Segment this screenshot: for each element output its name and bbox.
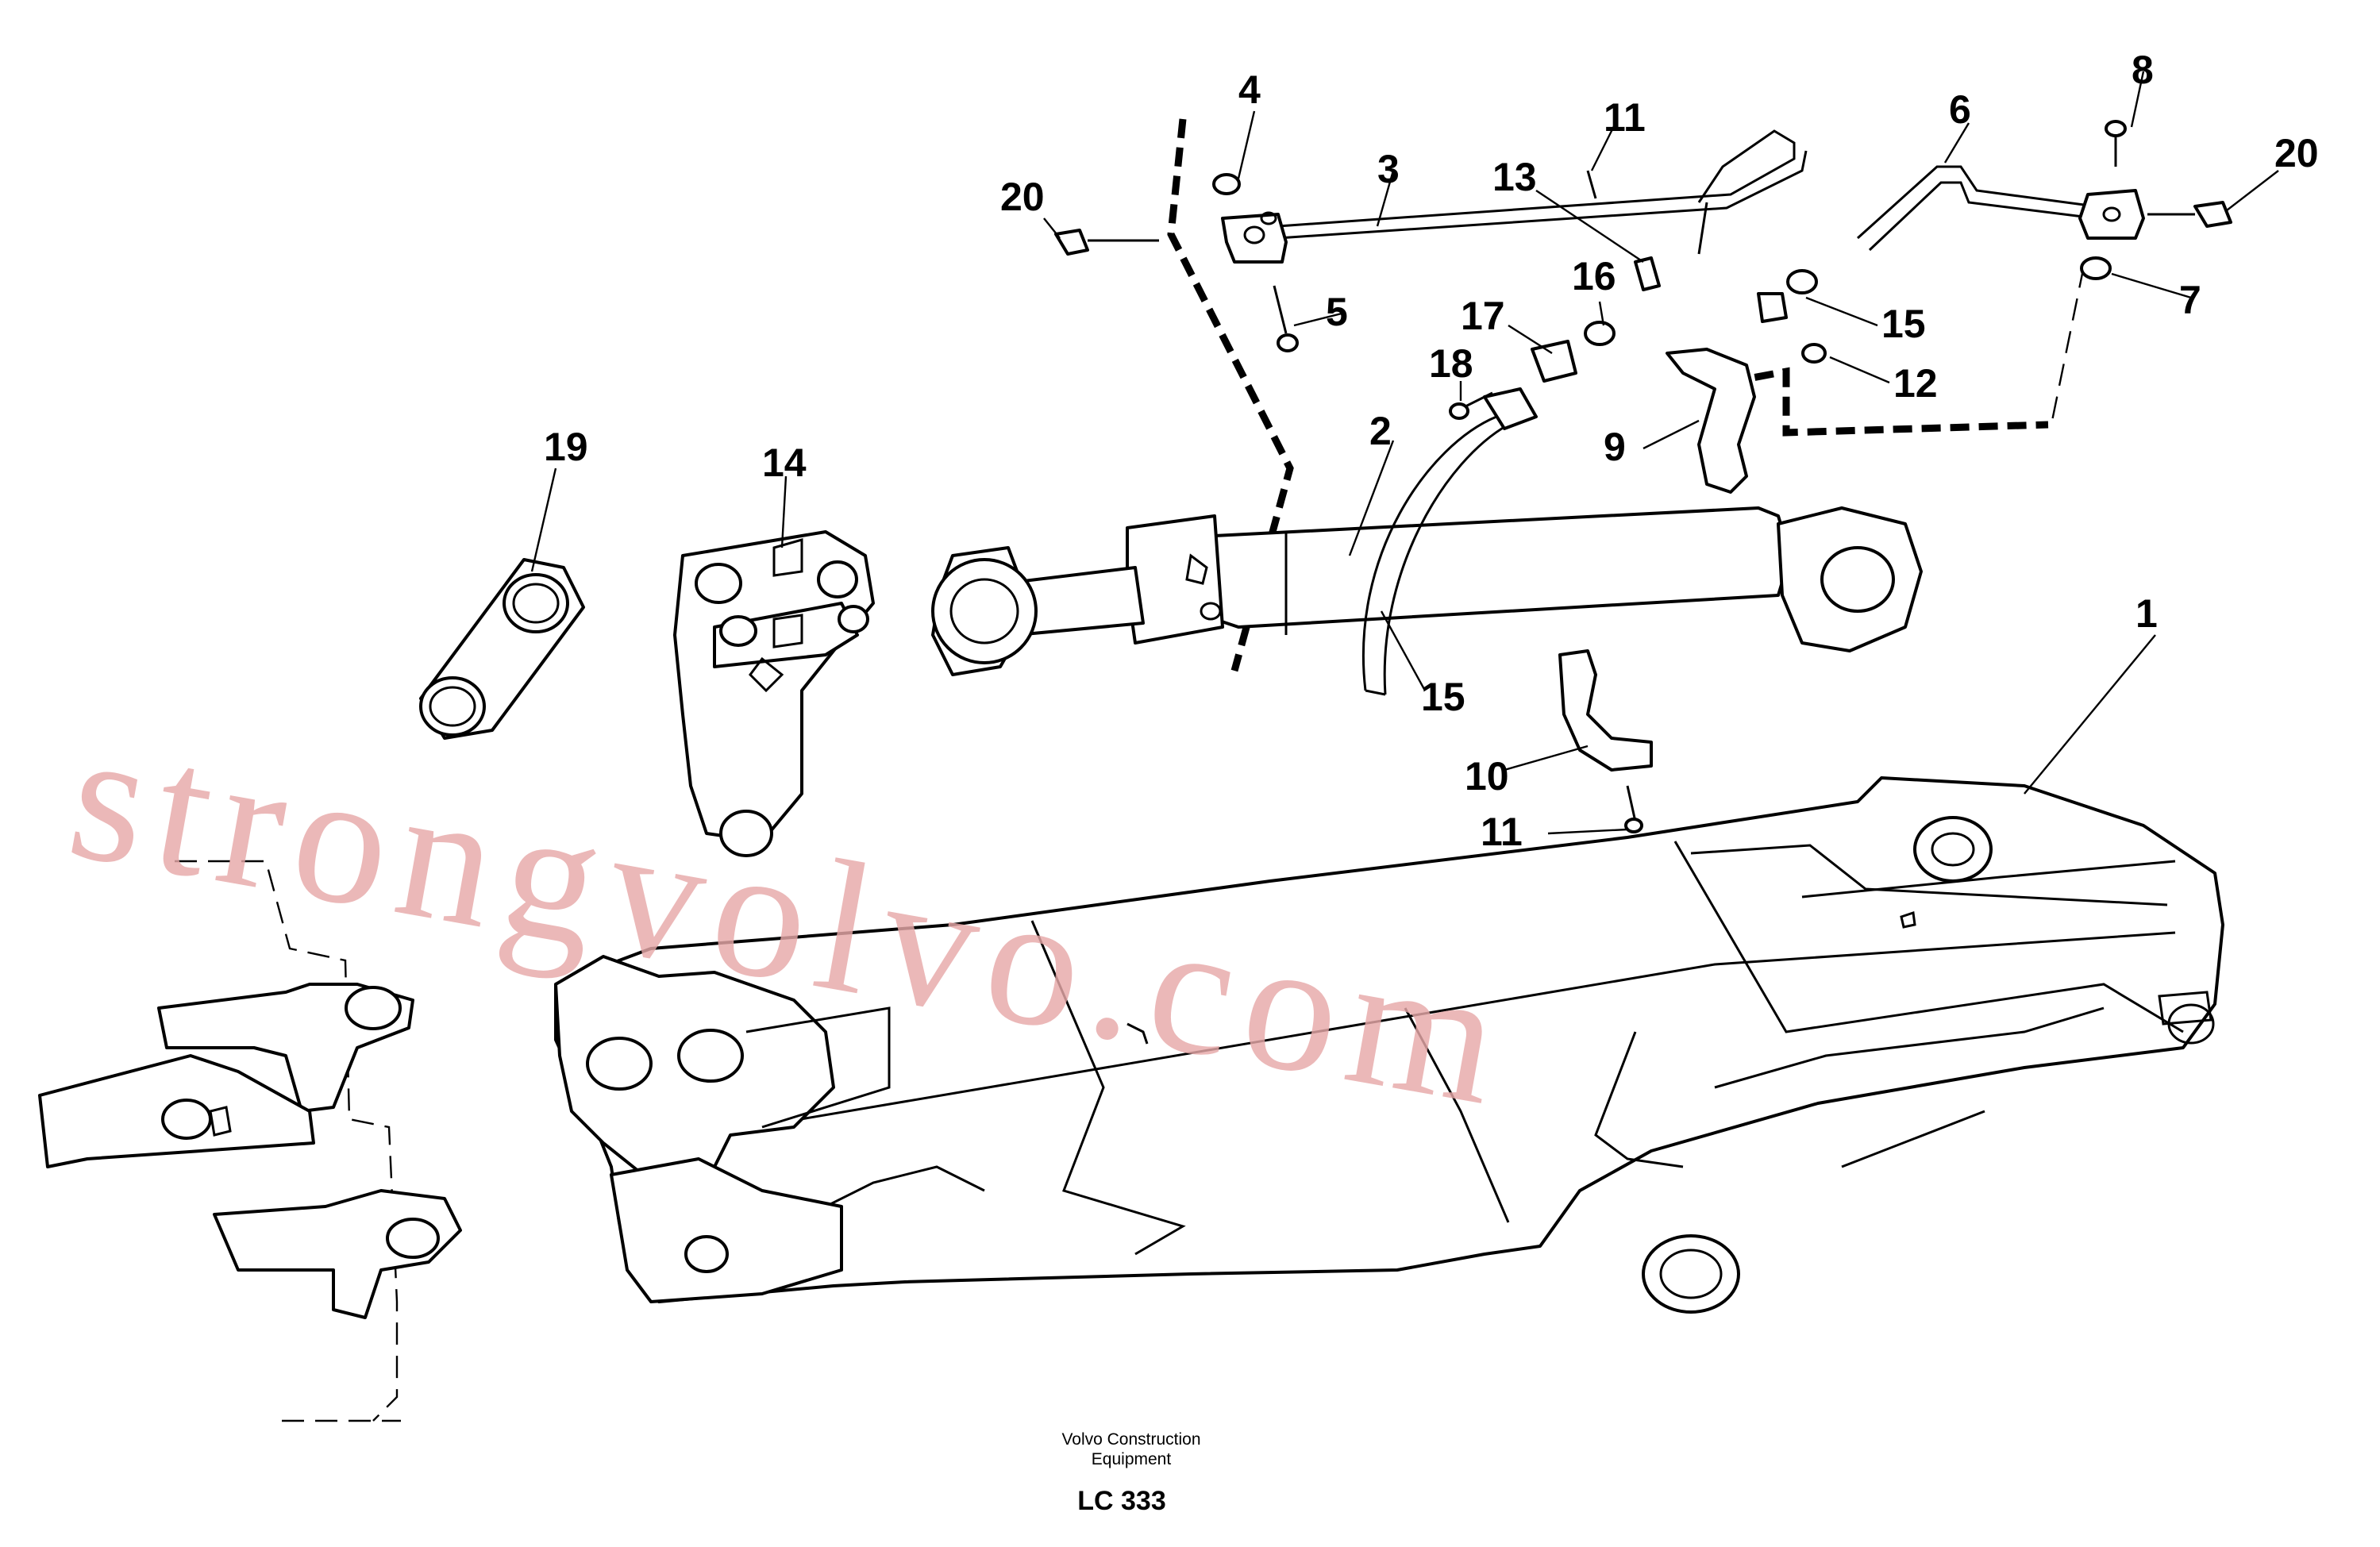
callout-11b: 11	[1481, 810, 1523, 854]
callout-2: 2	[1369, 409, 1392, 453]
pipe-3	[1221, 129, 1808, 264]
callout-3: 3	[1377, 147, 1400, 191]
callout-6: 6	[1949, 87, 1971, 132]
callout-19: 19	[544, 425, 588, 469]
caption-code: LC 333	[1077, 1486, 1166, 1516]
boom-linkage	[554, 955, 891, 1303]
callout-15a: 15	[1881, 302, 1926, 346]
callout-10: 10	[1465, 754, 1509, 799]
small-parts	[1054, 120, 2232, 833]
callout-12: 12	[1893, 361, 1938, 406]
callout-13: 13	[1492, 155, 1537, 199]
callout-17: 17	[1461, 294, 1505, 338]
callout-20a: 20	[1000, 175, 1045, 219]
callout-4: 4	[1238, 67, 1261, 112]
callout-7: 7	[2179, 278, 2201, 322]
callout-8: 8	[2132, 48, 2154, 92]
callout-11a: 11	[1604, 95, 1646, 140]
pipe-6	[1856, 165, 2145, 252]
callout-1: 1	[2135, 591, 2158, 636]
bracket	[673, 530, 875, 857]
callout-labels: 1 2 3 4 5 6 7 8 9 10 11 11 12 13 14 15 1…	[544, 48, 2319, 854]
callout-5: 5	[1326, 290, 1348, 334]
link-plate	[419, 558, 585, 740]
assembly-guides	[175, 118, 2085, 1422]
caption: Volvo Construction Equipment LC 333	[1061, 1430, 1200, 1516]
callout-14: 14	[762, 441, 807, 485]
caption-company-line2: Equipment	[1092, 1450, 1172, 1468]
callout-18: 18	[1429, 341, 1473, 386]
hose	[1361, 387, 1538, 696]
callout-20b: 20	[2274, 131, 2319, 175]
callout-9: 9	[1604, 425, 1626, 469]
callout-15b: 15	[1421, 675, 1465, 719]
leader-lines	[530, 71, 2279, 835]
hydraulic-cylinder	[931, 506, 1923, 676]
callout-16: 16	[1572, 254, 1616, 298]
front-attachment	[38, 983, 462, 1319]
caption-company: Volvo Construction	[1061, 1430, 1200, 1449]
